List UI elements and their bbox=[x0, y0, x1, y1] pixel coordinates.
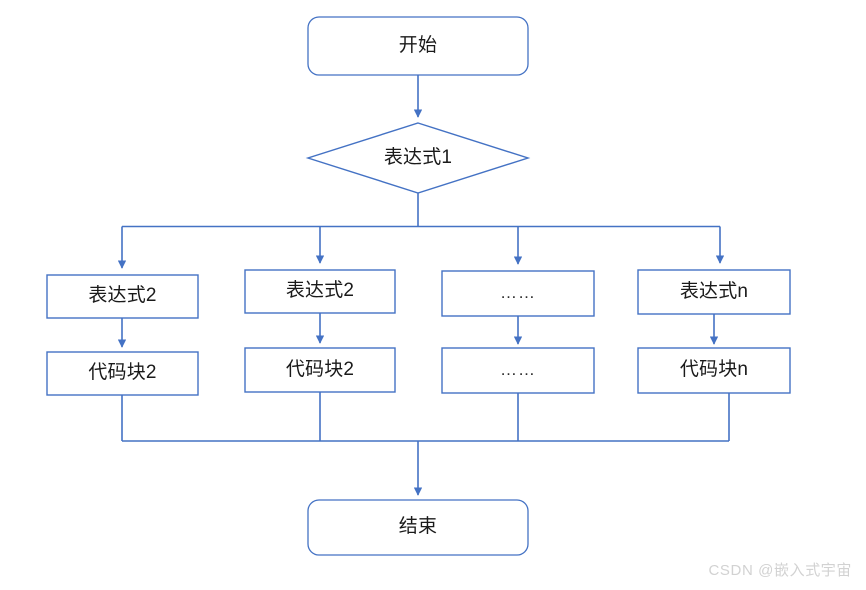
node-expression-4-shape[interactable] bbox=[637, 269, 791, 315]
node-condition-shape[interactable] bbox=[305, 122, 531, 194]
watermark-text: CSDN @嵌入式宇宙 bbox=[708, 562, 852, 579]
node-expression-2-shape[interactable] bbox=[244, 269, 396, 314]
node-expression-3-shape[interactable] bbox=[441, 270, 595, 317]
node-code-3-shape[interactable] bbox=[441, 347, 595, 394]
node-start-shape[interactable] bbox=[307, 16, 529, 76]
node-expression-1-shape[interactable] bbox=[46, 274, 199, 319]
node-code-2-shape[interactable] bbox=[244, 347, 396, 393]
node-code-1-shape[interactable] bbox=[46, 351, 199, 396]
node-end-shape[interactable] bbox=[307, 499, 529, 556]
node-code-4-shape[interactable] bbox=[637, 347, 791, 394]
